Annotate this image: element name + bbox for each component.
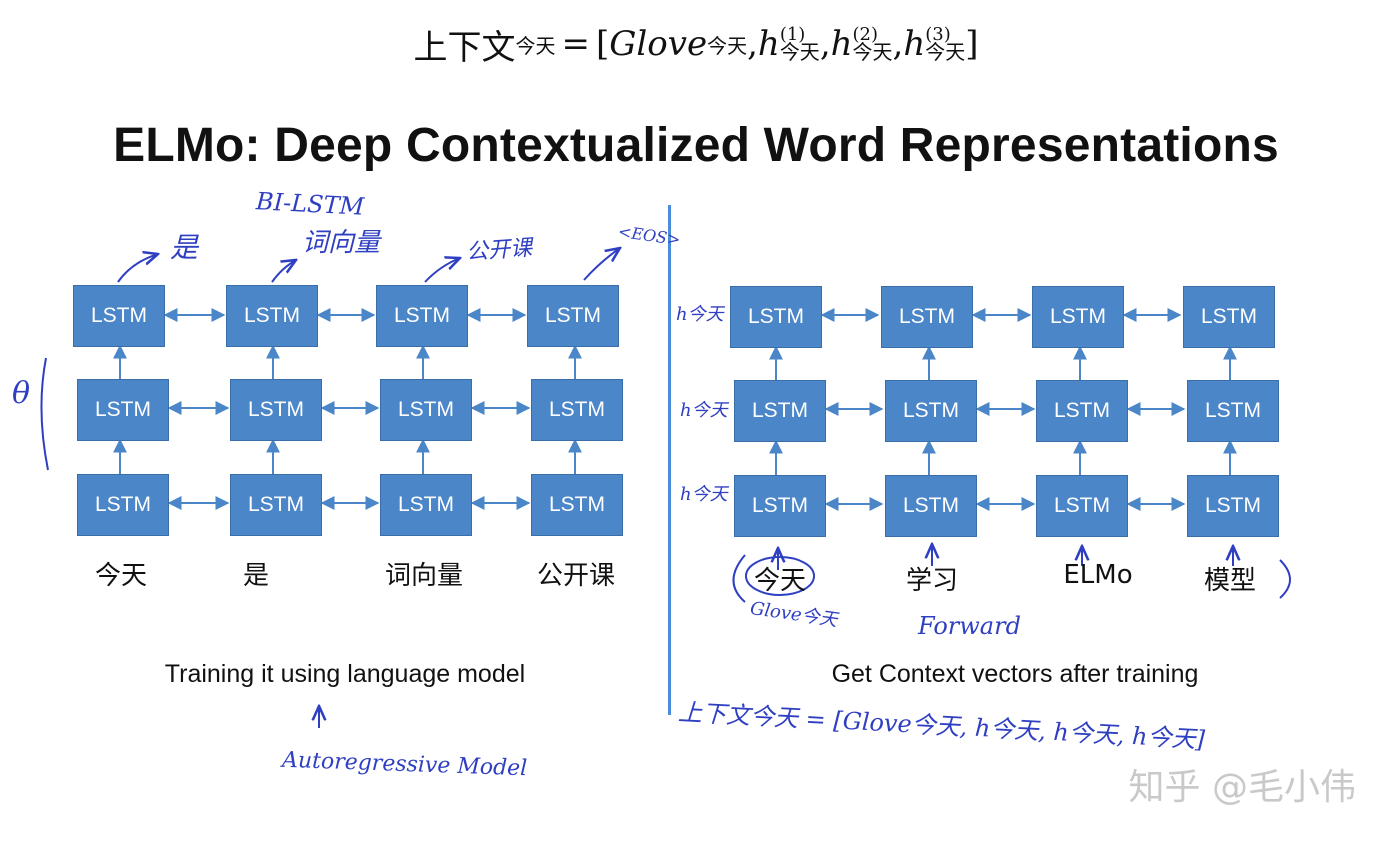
lstm-left-r3-c4: LSTM bbox=[531, 474, 623, 536]
formula-close: ] bbox=[965, 24, 979, 64]
formula-prefix: 上下文 bbox=[413, 27, 516, 68]
hand-ci-xiang-liang: 词向量 bbox=[302, 228, 381, 258]
formula-h3-sub: 今天 bbox=[925, 40, 966, 65]
lstm-right-r1-c1: LSTM bbox=[730, 286, 822, 348]
hand-theta: θ bbox=[12, 376, 31, 411]
formula-h2-scripts: (2)今天 bbox=[852, 23, 893, 65]
hand-h-label-2: h今天 bbox=[680, 400, 728, 421]
formula-h1-scripts: (1)今天 bbox=[779, 23, 820, 65]
hand-bi-lstm: BI-LSTM bbox=[255, 187, 365, 221]
formula-sup3: (3) bbox=[925, 23, 951, 45]
left-horizontal-arrows bbox=[163, 308, 531, 510]
lstm-right-r3-c4: LSTM bbox=[1187, 475, 1279, 537]
right-horizontal-arrows bbox=[820, 308, 1186, 511]
formula-sup2: (2) bbox=[852, 23, 879, 45]
left-caption: Training it using language model bbox=[164, 660, 526, 688]
left-word-3: 词向量 bbox=[384, 561, 463, 591]
lstm-left-r2-c2: LSTM bbox=[230, 379, 322, 441]
center-divider bbox=[668, 205, 671, 715]
formula-prefix-sub: 今天 bbox=[515, 33, 556, 58]
formula-h2-sub: 今天 bbox=[852, 40, 893, 65]
lstm-right-r3-c2: LSTM bbox=[885, 475, 977, 537]
formula-h1-sub: 今天 bbox=[779, 40, 820, 65]
lstm-right-r2-c2: LSTM bbox=[885, 380, 977, 442]
hand-h-label-1: h今天 bbox=[676, 304, 724, 325]
lstm-right-r2-c3: LSTM bbox=[1036, 380, 1128, 442]
lstm-right-r3-c1: LSTM bbox=[734, 475, 826, 537]
hand-forward: Forward bbox=[918, 612, 1021, 640]
formula-h1: h bbox=[757, 24, 780, 64]
lstm-right-r1-c3: LSTM bbox=[1032, 286, 1124, 348]
lstm-left-r1-c4: LSTM bbox=[527, 285, 619, 347]
formula-glove-sub: 今天 bbox=[707, 33, 748, 58]
lstm-left-r2-c4: LSTM bbox=[531, 379, 623, 441]
lstm-left-r3-c3: LSTM bbox=[380, 474, 472, 536]
formula-sep-3: , bbox=[892, 24, 904, 64]
left-word-2: 是 bbox=[242, 561, 269, 591]
formula-eq: = bbox=[561, 24, 590, 64]
lstm-left-r2-c3: LSTM bbox=[380, 379, 472, 441]
formula-sep-2: , bbox=[819, 24, 831, 64]
lstm-left-r3-c1: LSTM bbox=[77, 474, 169, 536]
lstm-left-r1-c1: LSTM bbox=[73, 285, 165, 347]
lstm-right-r1-c4: LSTM bbox=[1183, 286, 1275, 348]
left-vertical-arrows bbox=[113, 344, 582, 474]
left-word-4: 公开课 bbox=[536, 561, 615, 591]
left-word-1: 今天 bbox=[94, 561, 147, 591]
formula-sep-1: , bbox=[747, 24, 758, 64]
right-word-3: ELMo bbox=[1063, 560, 1133, 590]
right-caption: Get Context vectors after training bbox=[831, 660, 1199, 688]
lstm-right-r1-c2: LSTM bbox=[881, 286, 973, 348]
formula-h3-scripts: (3)今天 bbox=[925, 23, 966, 65]
hand-h-label-3: h今天 bbox=[680, 484, 728, 505]
right-word-2: 学习 bbox=[905, 566, 958, 596]
lstm-left-r1-c3: LSTM bbox=[376, 285, 468, 347]
lstm-right-r3-c3: LSTM bbox=[1036, 475, 1128, 537]
formula-sup1: (1) bbox=[779, 23, 806, 45]
formula-open: [ bbox=[595, 24, 610, 64]
lstm-right-r2-c1: LSTM bbox=[734, 380, 826, 442]
right-word-4: 模型 bbox=[1203, 566, 1256, 596]
lstm-left-r1-c2: LSTM bbox=[226, 285, 318, 347]
handwritten-arrows bbox=[40, 248, 1291, 728]
lstm-right-r2-c4: LSTM bbox=[1187, 380, 1279, 442]
formula-h2: h bbox=[830, 24, 853, 64]
formula-h3: h bbox=[903, 24, 926, 64]
formula-glove: Glove bbox=[609, 24, 708, 64]
hand-shi: 是 bbox=[170, 231, 199, 264]
hand-gong-kai-ke: 公开课 bbox=[465, 235, 533, 266]
right-word-1: 今天 bbox=[753, 566, 806, 596]
zhihu-watermark: 知乎 @毛小伟 bbox=[1128, 767, 1356, 808]
right-vertical-arrows bbox=[769, 345, 1237, 475]
lstm-left-r2-c1: LSTM bbox=[77, 379, 169, 441]
slide-title: ELMo: Deep Contextualized Word Represent… bbox=[113, 119, 1279, 172]
lstm-left-r3-c2: LSTM bbox=[230, 474, 322, 536]
